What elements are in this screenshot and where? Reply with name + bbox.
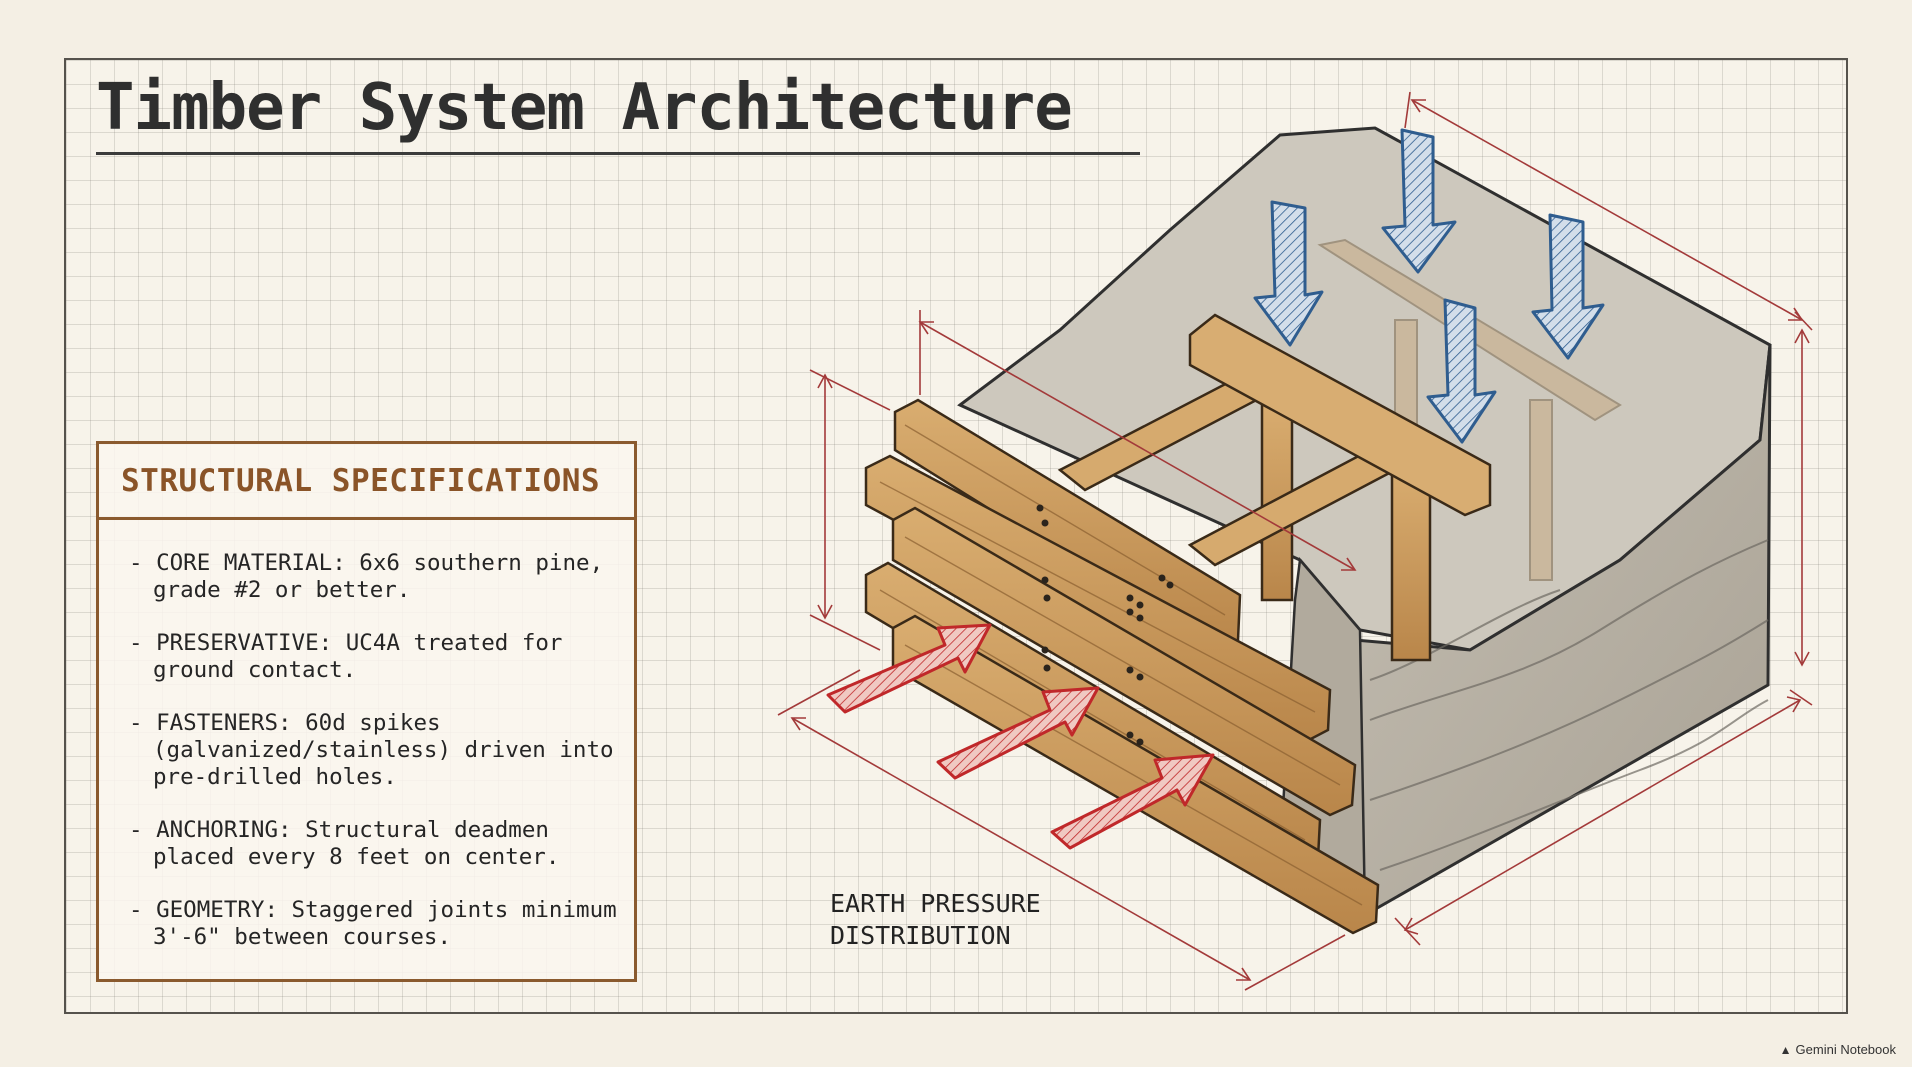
dimension-embed-depth bbox=[919, 321, 1356, 571]
watermark-text: Gemini Notebook bbox=[1795, 1042, 1896, 1057]
spike-fasteners bbox=[1036, 504, 1174, 746]
specifications-panel: STRUCTURAL SPECIFICATIONS - CORE MATERIA… bbox=[96, 441, 637, 982]
specifications-header: STRUCTURAL SPECIFICATIONS bbox=[99, 444, 634, 520]
earth-pressure-arrows bbox=[826, 623, 1215, 850]
timber-wall bbox=[864, 398, 1380, 935]
spec-fasteners: - FASTENERS: 60d spikes (galvanized/stai… bbox=[129, 710, 614, 790]
spec-core-material: - CORE MATERIAL: 6x6 southern pine, grad… bbox=[129, 550, 604, 603]
pressure-arrow-3 bbox=[1050, 753, 1215, 850]
dimension-wall-length bbox=[791, 717, 1251, 981]
spec-geometry: - GEOMETRY: Staggered joints minimum 3'-… bbox=[129, 897, 617, 950]
load-arrow-2 bbox=[1381, 128, 1457, 274]
soil-strata-lines bbox=[1369, 539, 1769, 871]
dimension-lines bbox=[777, 91, 1813, 991]
title-underline bbox=[96, 152, 1140, 155]
pressure-arrow-2 bbox=[936, 686, 1100, 780]
timber-grain-lines bbox=[879, 424, 1363, 906]
timber-course-2 bbox=[864, 454, 1332, 744]
load-arrow-4 bbox=[1426, 298, 1497, 444]
spec-preservative: - PRESERVATIVE: UC4A treated for ground … bbox=[129, 630, 563, 683]
specifications-list: - CORE MATERIAL: 6x6 southern pine, grad… bbox=[99, 520, 634, 951]
spec-anchoring: - ANCHORING: Structural deadmen placed e… bbox=[129, 817, 560, 870]
caption-line-2: DISTRIBUTION bbox=[830, 921, 1011, 950]
pressure-arrow-1 bbox=[826, 623, 992, 714]
caption-line-1: EARTH PRESSURE bbox=[830, 889, 1041, 918]
notebook-logo-icon: ▲ bbox=[1779, 1042, 1792, 1057]
dimension-block-width bbox=[1404, 699, 1801, 931]
deadman-top-beam bbox=[1188, 313, 1492, 517]
load-arrow-3 bbox=[1531, 213, 1605, 360]
vertical-load-arrows bbox=[1253, 128, 1605, 444]
deadman-frame bbox=[1057, 313, 1492, 662]
earth-pressure-caption: EARTH PRESSURE DISTRIBUTION bbox=[830, 888, 1041, 952]
load-arrow-1 bbox=[1253, 200, 1324, 347]
dimension-block-depth bbox=[1411, 99, 1803, 321]
watermark: ▲ Gemini Notebook bbox=[1780, 1042, 1896, 1057]
specifications-title: STRUCTURAL SPECIFICATIONS bbox=[121, 462, 601, 499]
page-title: Timber System Architecture bbox=[96, 71, 1073, 145]
deadman-post-right bbox=[1390, 463, 1432, 662]
